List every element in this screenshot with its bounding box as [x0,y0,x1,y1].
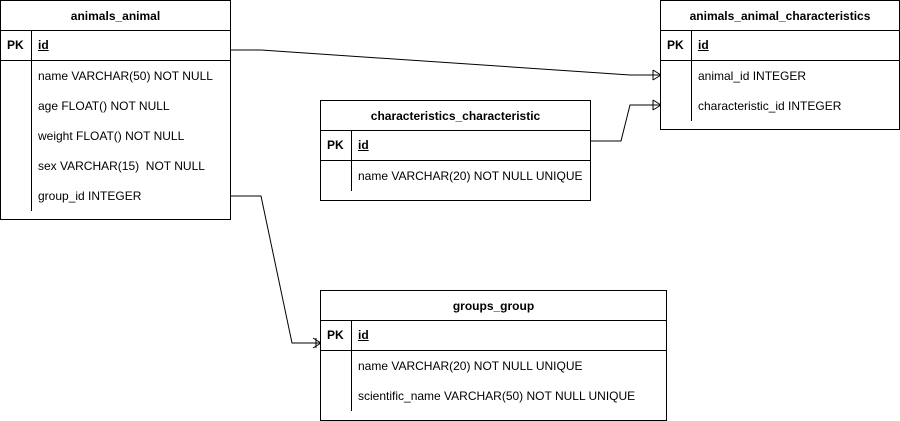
table-title: groups_group [321,291,666,321]
table-animals-animal[interactable]: animals_animal PK id name VARCHAR(50) NO… [0,0,231,220]
pk-field: id [38,38,49,52]
field-list: name VARCHAR(50) NOT NULL age FLOAT() NO… [1,61,230,211]
key-column-divider [351,131,352,160]
pk-label: PK [327,328,344,342]
pk-field: id [358,138,369,152]
key-column-divider [351,351,352,411]
key-column-divider [31,61,32,211]
field-row: scientific_name VARCHAR(50) NOT NULL UNI… [358,389,636,403]
table-title: animals_animal_characteristics [661,1,899,31]
key-column-divider [691,61,692,121]
field-row: animal_id INTEGER [698,69,807,83]
table-title: characteristics_characteristic [321,101,590,131]
primary-key-row: PK id [321,131,590,161]
pk-label: PK [667,38,684,52]
pk-label: PK [7,38,24,52]
table-animals-animal-characteristics[interactable]: animals_animal_characteristics PK id ani… [660,0,900,130]
primary-key-row: PK id [1,31,230,61]
table-characteristics-characteristic[interactable]: characteristics_characteristic PK id nam… [320,100,591,201]
field-list: name VARCHAR(20) NOT NULL UNIQUE [321,161,590,191]
field-list: name VARCHAR(20) NOT NULL UNIQUE scienti… [321,351,666,411]
field-row: characteristic_id INTEGER [698,99,842,113]
connector-animal-to-group [231,195,322,349]
table-title: animals_animal [1,1,230,31]
field-list: animal_id INTEGER characteristic_id INTE… [661,61,899,121]
table-groups-group[interactable]: groups_group PK id name VARCHAR(20) NOT … [320,290,667,421]
pk-field: id [698,38,709,52]
field-row: age FLOAT() NOT NULL [38,99,170,113]
key-column-divider [31,31,32,60]
field-row: name VARCHAR(20) NOT NULL UNIQUE [358,169,583,183]
pk-field: id [358,328,369,342]
primary-key-row: PK id [661,31,899,61]
key-column-divider [351,161,352,191]
field-row: name VARCHAR(20) NOT NULL UNIQUE [358,359,583,373]
field-row: sex VARCHAR(15) NOT NULL [38,159,205,173]
field-row: weight FLOAT() NOT NULL [38,129,185,143]
key-column-divider [351,321,352,350]
field-row: name VARCHAR(50) NOT NULL [38,69,213,83]
key-column-divider [691,31,692,60]
field-row: group_id INTEGER [38,189,142,203]
primary-key-row: PK id [321,321,666,351]
connector-characteristic-to-animal-characteristics [591,99,662,142]
connector-animal-to-animal-characteristics [231,49,662,81]
pk-label: PK [327,138,344,152]
